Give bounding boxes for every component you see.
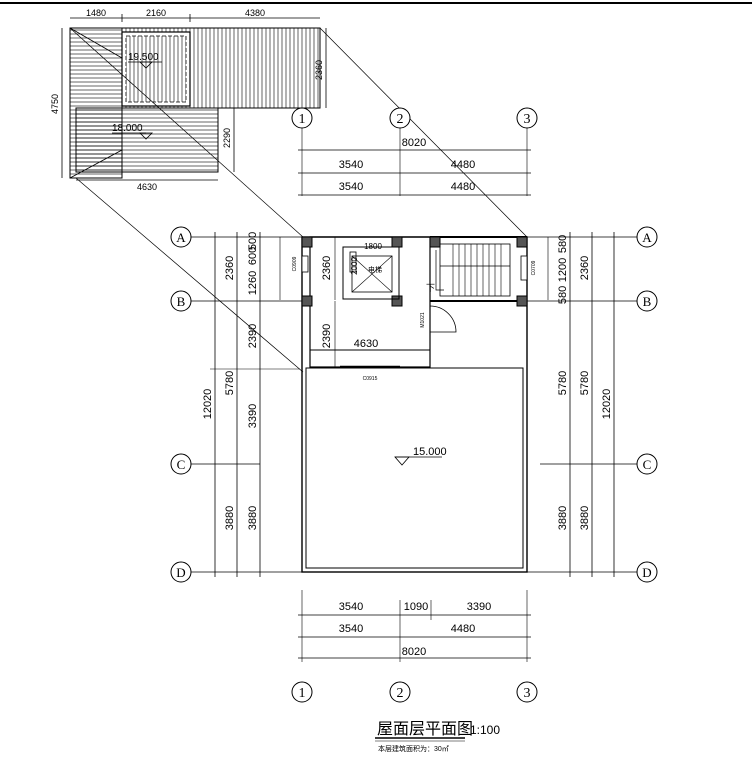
dim-inner-4630: 4630: [354, 338, 378, 350]
inset-roof-detail: 1480 2160 4380 4750 2360 2290 4630 19.50…: [50, 8, 528, 373]
main-plan: C0909 C0709 C0915 电梯 1800 2000 下: [292, 236, 537, 573]
dim-right-outer-5780b: 5780: [579, 371, 591, 395]
drawing-title: 屋面层平面图 1:100 本层建筑面积为：30㎡: [375, 721, 500, 753]
inset-level-lower: 18.000: [112, 123, 143, 134]
dim-left-outer-b: 3880: [224, 506, 236, 530]
dim-top-row1-a: 3540: [339, 159, 363, 171]
top-dimensions: 8020 3540 4480 3540 4480: [298, 128, 531, 196]
dim-left-inner-3390: 3390: [247, 404, 259, 428]
title-main: 屋面层平面图: [377, 721, 473, 738]
axis-label-B-right: B: [643, 294, 652, 309]
axis-bubble-2-bottom: [389, 681, 411, 703]
dim-bottom-row1-b: 1090: [404, 601, 428, 613]
column-1A: [301, 236, 313, 248]
dim-right-inner-1200: 1200: [557, 258, 569, 282]
axis-label-C-right: C: [643, 457, 652, 472]
door: M1021: [420, 301, 457, 350]
column-2A: [391, 236, 403, 248]
axis-label-A-right: A: [642, 230, 652, 245]
window-right: [520, 255, 528, 281]
dim-top-row2-a: 3540: [339, 181, 363, 193]
dim-bottom-row2-b: 4480: [451, 623, 475, 635]
roof-parapet-inner: [305, 367, 524, 569]
axis-grid: 1 2 3 1 2 3 A B C D A B C D: [170, 107, 658, 703]
dim-right-inner-580a: 580: [557, 235, 569, 253]
dim-right-outer-2360: 2360: [579, 256, 591, 280]
elevator-depth: 2000: [350, 257, 359, 275]
inset-level-upper: 19.500: [128, 52, 159, 63]
axis-label-1-top: 1: [299, 112, 306, 127]
inset-roof-lower: [75, 107, 219, 173]
axis-label-A-left: A: [176, 230, 186, 245]
inset-dim-top-1: 1480: [86, 8, 106, 18]
dim-left-inner-2390: 2390: [247, 324, 259, 348]
dim-top-total: 8020: [402, 137, 426, 149]
dim-inner-2390: 2390: [321, 324, 333, 348]
dim-top-row2-b: 4480: [451, 181, 475, 193]
stair-down-label: 下: [426, 283, 435, 293]
left-dimensions: 12020 5780 3880 2360 1260 600 500 2390 3…: [202, 232, 300, 577]
axis-bubble-3-bottom: [516, 681, 538, 703]
window-right-label: C0709: [531, 260, 537, 275]
dim-right-outer-5780a: 5780: [557, 371, 569, 395]
axis-label-D-left: D: [176, 565, 185, 580]
dim-left-total: 12020: [202, 389, 214, 420]
dim-left-inner-3880: 3880: [247, 506, 259, 530]
title-scale: 1:100: [470, 723, 500, 737]
dim-right-outer-3880b: 3880: [579, 506, 591, 530]
window-bottom-label: C0915: [363, 376, 378, 382]
inset-dim-top-2: 2160: [146, 8, 166, 18]
axis-label-C-left: C: [177, 457, 186, 472]
column-3A: [516, 236, 528, 248]
axis-label-2-bottom: 2: [397, 686, 404, 701]
column-2B: [391, 295, 403, 307]
right-dimensions: 580 1200 580 2360 5780 5780 3880 3880 12…: [547, 232, 615, 577]
column-stair-A: [429, 236, 441, 248]
dim-left-inner-600: 600: [247, 247, 259, 265]
axis-label-B-left: B: [177, 294, 186, 309]
inset-dim-left: 4750: [50, 94, 60, 114]
stair: 下: [426, 243, 511, 297]
column-3B: [516, 295, 528, 307]
axis-label-2-top: 2: [397, 112, 404, 127]
axis-label-3-top: 3: [524, 112, 531, 127]
dim-inner-2360: 2360: [321, 256, 333, 280]
dim-bottom-row2-a: 3540: [339, 623, 363, 635]
dim-right-outer-3880a: 3880: [557, 506, 569, 530]
dim-bottom-row1-c: 3390: [467, 601, 491, 613]
dim-top-row1-b: 4480: [451, 159, 475, 171]
axis-label-D-right: D: [642, 565, 651, 580]
axis-label-3-bottom: 3: [524, 686, 531, 701]
elevator-shaft: [342, 246, 400, 300]
dim-right-total: 12020: [601, 389, 613, 420]
dim-left-inner-500: 500: [247, 232, 259, 250]
column-1B: [301, 295, 313, 307]
elevator-label: 电梯: [368, 265, 382, 274]
window-left-label: C0909: [292, 256, 298, 271]
dim-bottom-total: 8020: [402, 646, 426, 658]
door-label: M1021: [420, 312, 426, 328]
dim-left-outer-a: 5780: [224, 371, 236, 395]
title-note: 本层建筑面积为：30㎡: [378, 744, 449, 753]
inset-dim-right-lower: 2290: [222, 128, 232, 148]
roof-parapet-outer: [301, 236, 528, 573]
inset-dim-bottom: 4630: [137, 182, 157, 192]
inset-dim-right-upper: 2360: [314, 60, 324, 80]
dim-left-inner-1260: 1260: [247, 271, 259, 295]
axis-label-1-bottom: 1: [299, 686, 306, 701]
axis-bubble-1-bottom: [291, 681, 313, 703]
bottom-dimensions: 3540 1090 3390 3540 4480 8020: [298, 590, 531, 662]
dim-left-inner-2360: 2360: [224, 256, 236, 280]
level-marker-icon: [394, 456, 410, 466]
level-main: 15.000: [413, 446, 447, 458]
dim-bottom-row1-a: 3540: [339, 601, 363, 613]
dim-right-inner-580b: 580: [557, 286, 569, 304]
window-left: [301, 255, 309, 273]
elevator-width: 1800: [364, 242, 382, 251]
inset-dim-top-3: 4380: [245, 8, 265, 18]
